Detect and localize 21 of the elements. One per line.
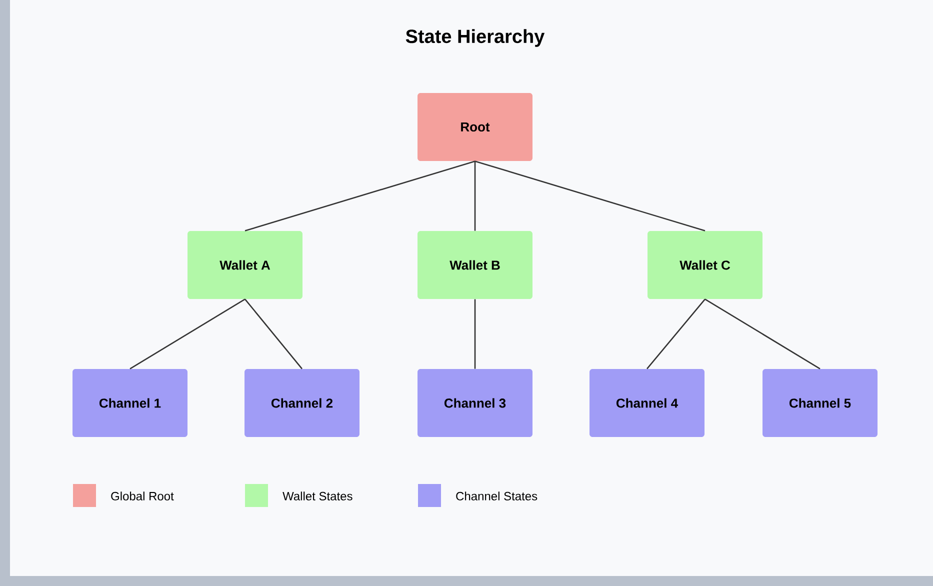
channel-box: Channel 4 — [590, 369, 705, 437]
wallet-box: Wallet B — [418, 231, 532, 299]
connector-line — [474, 160, 706, 232]
channel-box: Channel 3 — [418, 369, 532, 437]
channel-box: Channel 1 — [72, 369, 188, 437]
legend-label: Global Root — [111, 492, 174, 500]
title: State Hierarchy — [406, 29, 545, 47]
connector-line — [474, 161, 476, 231]
connector-line — [646, 298, 706, 370]
connector-line — [130, 298, 246, 370]
connector-line — [244, 160, 476, 232]
wallet-box: Wallet C — [648, 231, 762, 299]
root-box: Root — [418, 93, 532, 161]
wallet-box: Wallet A — [188, 231, 302, 299]
channel-box: Channel 5 — [762, 369, 878, 437]
connector-line — [474, 299, 476, 369]
legend-label: Wallet States — [282, 492, 352, 500]
channel-box: Channel 2 — [244, 369, 360, 437]
legend-label: Channel States — [456, 492, 538, 500]
connector-line — [244, 298, 302, 370]
connector-line — [704, 298, 820, 370]
